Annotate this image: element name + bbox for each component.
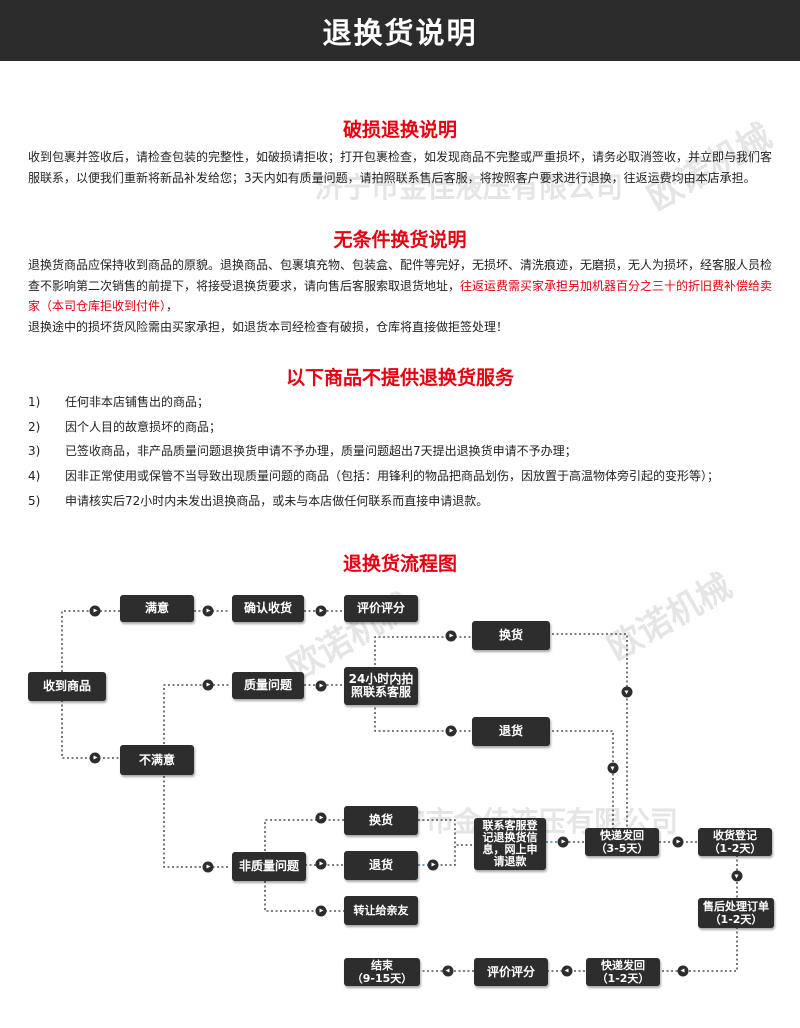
list-item-num: 1)	[28, 395, 41, 409]
flow-box-review-1: 评价评分	[344, 595, 418, 622]
flow-box-ship-2: 快递发回 （1-2天）	[586, 958, 660, 986]
arrow-right-icon	[202, 861, 214, 873]
unconditional-text-2: ，	[166, 299, 179, 313]
no-service-list: 1) 任何非本店铺售出的商品； 2) 因个人目的故意损坏的商品； 3) 已签收商品，非…	[28, 390, 780, 513]
arrow-left-icon	[677, 965, 689, 977]
arrow-right-icon	[89, 605, 101, 617]
page-header: 退换货说明	[0, 0, 800, 61]
damage-title: 破损退换说明	[342, 119, 457, 141]
flow-box-non-quality: 非质量问题	[232, 852, 306, 881]
flow-box-confirm: 确认收货	[232, 595, 304, 622]
list-item: 2) 因个人目的故意损坏的商品；	[28, 415, 780, 440]
arrow-right-icon	[315, 812, 327, 824]
flow-box-unsatisfied: 不满意	[120, 745, 194, 775]
list-item: 1) 任何非本店铺售出的商品；	[28, 390, 780, 415]
flow-title: 退换货流程图	[342, 553, 457, 575]
flow-box-photo: 24小时内拍 照联系客服	[344, 667, 418, 705]
arrow-left-icon	[442, 965, 454, 977]
flow-box-aftersale: 售后处理订单 （1-2天）	[698, 898, 774, 928]
arrow-right-icon	[202, 605, 214, 617]
arrow-down-icon	[621, 686, 633, 698]
list-item-text: 申请核实后72小时内未发出退换商品，或未与本店做任何联系而直接申请退款。	[65, 493, 489, 508]
list-item-text: 因个人目的故意损坏的商品；	[65, 419, 222, 434]
flow-box-received: 收到商品	[28, 672, 106, 701]
list-item-text: 已签收商品，非产品质量问题退换货申请不予办理，质量问题超出7天提出退换货申请不予…	[65, 444, 577, 459]
arrow-right-icon	[672, 836, 684, 848]
list-item-num: 4)	[28, 469, 41, 484]
arrow-down-icon	[731, 870, 743, 882]
flow-box-ship-1: 快递发回 （3-5天）	[585, 828, 659, 856]
flow-box-review-2: 评价评分	[474, 958, 548, 986]
arrow-right-icon	[427, 859, 439, 871]
arrow-right-icon	[315, 858, 327, 870]
arrow-right-icon	[557, 836, 569, 848]
flow-box-transfer: 转让给亲友	[344, 896, 418, 925]
flow-box-contact: 联系客服登 记退换货信 息，网上申 请退款	[474, 818, 546, 870]
list-item: 5) 申请核实后72小时内未发出退换商品，或未与本店做任何联系而直接申请退款。	[28, 489, 780, 514]
flow-box-return-1: 退货	[472, 717, 550, 746]
flow-box-satisfied: 满意	[120, 595, 194, 622]
unconditional-title: 无条件换货说明	[333, 229, 467, 251]
flow-box-end: 结束 （9-15天）	[344, 958, 420, 986]
list-item-num: 3)	[28, 444, 41, 459]
arrow-right-icon	[445, 630, 457, 642]
page-title: 退换货说明	[322, 15, 478, 50]
list-item-text: 任何非本店铺售出的商品；	[65, 395, 210, 409]
arrow-right-icon	[315, 605, 327, 617]
list-item: 3) 已签收商品，非产品质量问题退换货申请不予办理，质量问题超出7天提出退换货申请…	[28, 439, 780, 464]
flow-box-quality: 质量问题	[232, 672, 304, 699]
arrow-right-icon	[202, 679, 214, 691]
flow-box-exchange-1: 换货	[472, 621, 550, 650]
flow-box-exchange-2: 换货	[344, 806, 418, 835]
flow-box-register: 收货登记 （1-2天）	[698, 828, 772, 856]
arrow-right-icon	[315, 905, 327, 917]
unconditional-text-red: 往返运费需买家承担另加机器百分之三十的折旧费补偿给卖家（本司仓库拒收到付件）	[28, 278, 773, 314]
arrow-right-icon	[315, 680, 327, 692]
unconditional-text-1: 退换货商品应保持收到商品的原貌。退换商品、包裹填充物、包装盒、配件等完好，无损坏…	[28, 258, 773, 293]
arrow-right-icon	[89, 752, 101, 764]
unconditional-text-3: 退换途中的损坏货风险需由买家承担，如退货本司经检查有破损，仓库将直接做拒签处理！	[28, 319, 509, 334]
list-item: 4) 因非正常使用或保管不当导致出现质量问题的商品（包括：用锋利的物品把商品划伤，…	[28, 464, 780, 489]
list-item-num: 2)	[28, 419, 41, 434]
flow-box-return-2: 退货	[344, 851, 418, 880]
no-service-title: 以下商品不提供退换货服务	[285, 367, 514, 389]
unconditional-text: 退换货商品应保持收到商品的原貌。退换商品、包裹填充物、包装盒、配件等完好，无损坏…	[28, 255, 780, 337]
arrow-left-icon	[561, 965, 573, 977]
arrow-right-icon	[445, 725, 457, 737]
arrow-down-icon	[607, 762, 619, 774]
list-item-num: 5)	[28, 493, 41, 508]
damage-text: 收到包裹并签收后，请检查包装的完整性，如破损请拒收；打开包裹检查，如发现商品不完…	[28, 150, 773, 185]
list-item-text: 因非正常使用或保管不当导致出现质量问题的商品（包括：用锋利的物品把商品划伤，因放…	[65, 469, 720, 484]
